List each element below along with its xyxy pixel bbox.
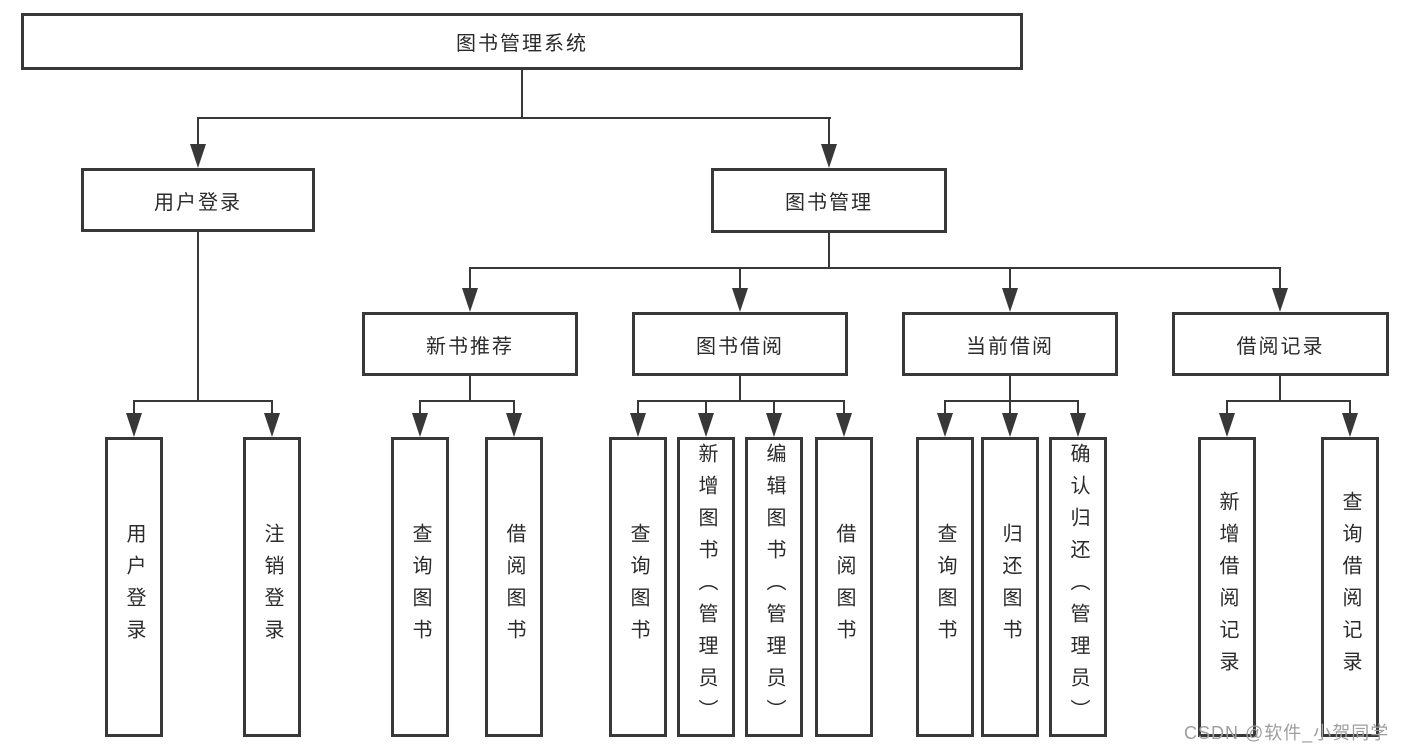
leaf-query-books-recommend: 查询图书 <box>391 437 449 737</box>
arrow-down-icon <box>1002 413 1018 437</box>
connector-line <box>1009 400 1011 416</box>
connector-line <box>637 400 639 416</box>
node-label: 查询图书 <box>627 523 649 651</box>
leaf-add-borrow-record: 新增借阅记录 <box>1198 437 1256 737</box>
connector-line <box>1226 400 1228 416</box>
node-label: 新增图书（管理员） <box>695 443 717 731</box>
connector-line <box>944 400 1079 402</box>
connector-line <box>828 117 830 149</box>
leaf-logout: 注销登录 <box>243 437 301 737</box>
node-label: 编辑图书（管理员） <box>763 443 785 731</box>
arrow-down-icon <box>1070 413 1086 437</box>
connector-line <box>1077 400 1079 416</box>
connector-line <box>197 232 199 402</box>
node-book-management: 图书管理 <box>711 168 947 233</box>
connector-line <box>773 400 775 416</box>
connector-line <box>469 267 1281 269</box>
leaf-borrow-books: 借阅图书 <box>815 437 873 737</box>
connector-line <box>133 400 273 402</box>
connector-line <box>843 400 845 416</box>
node-label: 新增借阅记录 <box>1216 491 1238 683</box>
leaf-edit-book-admin: 编辑图书（管理员） <box>745 437 803 737</box>
node-label: 注销登录 <box>261 523 283 651</box>
connector-line <box>828 233 830 269</box>
node-book-borrow: 图书借阅 <box>632 312 848 376</box>
node-label: 借阅图书 <box>833 523 855 651</box>
watermark: CSDN @软件_小贺同学 <box>1184 723 1390 743</box>
node-current-borrow: 当前借阅 <box>902 312 1118 376</box>
arrow-down-icon <box>1272 288 1288 312</box>
arrow-down-icon <box>1002 288 1018 312</box>
connector-line <box>419 400 421 416</box>
arrow-down-icon <box>630 413 646 437</box>
node-label: 用户登录 <box>154 191 242 214</box>
leaf-return-books: 归还图书 <box>981 437 1039 737</box>
connector-line <box>1226 400 1351 402</box>
connector-line <box>469 267 471 292</box>
node-label: 图书管理 <box>785 192 873 214</box>
node-new-book-recommend: 新书推荐 <box>362 312 578 376</box>
node-label: 借阅图书 <box>503 523 525 651</box>
arrow-down-icon <box>1219 413 1235 437</box>
node-library-management-system: 图书管理系统 <box>21 13 1023 70</box>
connector-line <box>271 400 273 416</box>
connector-line <box>705 400 707 416</box>
leaf-confirm-return-admin: 确认归还（管理员） <box>1049 437 1107 737</box>
arrow-down-icon <box>126 413 142 437</box>
connector-line <box>739 376 741 402</box>
arrow-down-icon <box>412 413 428 437</box>
connector-line <box>1349 400 1351 416</box>
leaf-borrow-books-recommend: 借阅图书 <box>485 437 543 737</box>
arrow-down-icon <box>190 144 206 168</box>
connector-line <box>637 400 845 402</box>
connector-line <box>197 117 831 119</box>
arrow-down-icon <box>506 413 522 437</box>
node-label: 查询借阅记录 <box>1339 491 1361 683</box>
connector-line <box>419 400 515 402</box>
node-label: 图书管理系统 <box>456 33 588 55</box>
arrow-down-icon <box>264 413 280 437</box>
arrow-down-icon <box>766 413 782 437</box>
node-label: 查询图书 <box>934 523 956 651</box>
connector-line <box>1009 376 1011 402</box>
connector-line <box>521 70 523 119</box>
connector-line <box>1279 267 1281 292</box>
connector-line <box>469 376 471 402</box>
connector-line <box>944 400 946 416</box>
connector-line <box>133 400 135 416</box>
node-label: 当前借阅 <box>966 335 1054 358</box>
connector-line <box>513 400 515 416</box>
connector-line <box>739 267 741 292</box>
node-user-login: 用户登录 <box>81 168 315 232</box>
arrow-down-icon <box>836 413 852 437</box>
arrow-down-icon <box>821 144 837 168</box>
node-label: 确认归还（管理员） <box>1067 443 1089 731</box>
node-label: 归还图书 <box>999 523 1021 651</box>
arrow-down-icon <box>937 413 953 437</box>
connector-line <box>1279 376 1281 402</box>
leaf-query-books-current: 查询图书 <box>916 437 974 737</box>
leaf-query-books-borrow: 查询图书 <box>609 437 667 737</box>
leaf-user-login: 用户登录 <box>105 437 163 737</box>
arrow-down-icon <box>698 413 714 437</box>
node-label: 新书推荐 <box>426 335 514 358</box>
node-borrow-records: 借阅记录 <box>1172 312 1389 376</box>
leaf-add-book-admin: 新增图书（管理员） <box>677 437 735 737</box>
connector-line <box>197 117 199 149</box>
arrow-down-icon <box>732 288 748 312</box>
arrow-down-icon <box>1342 413 1358 437</box>
node-label: 用户登录 <box>123 523 145 651</box>
node-label: 图书借阅 <box>696 335 784 358</box>
arrow-down-icon <box>462 288 478 312</box>
leaf-query-borrow-record: 查询借阅记录 <box>1321 437 1379 737</box>
node-label: 借阅记录 <box>1236 335 1325 358</box>
node-label: 查询图书 <box>409 523 431 651</box>
connector-line <box>1009 267 1011 292</box>
